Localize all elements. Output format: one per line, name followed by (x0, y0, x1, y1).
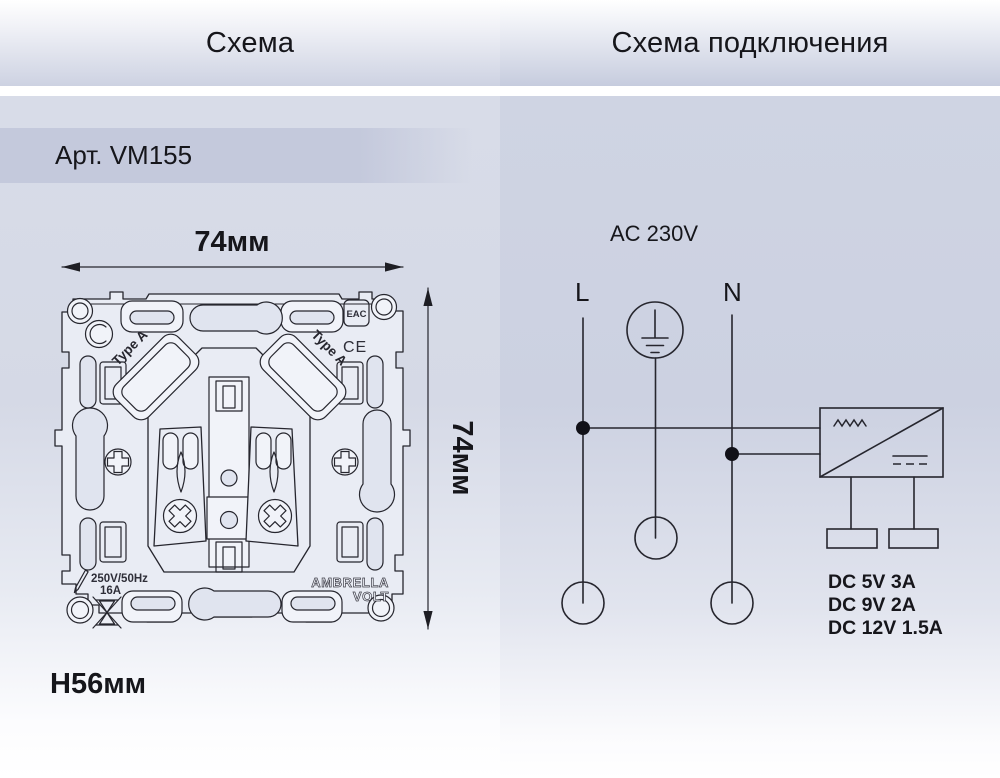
mechanism-drawing: 74мм 74мм H56мм (50, 226, 478, 700)
wiring-schematic: AC 230V L N (561, 221, 944, 639)
left-header-title: Схема (205, 26, 295, 59)
article-band: Арт. VM155 (0, 128, 472, 183)
claw-slot-bottom-right (281, 590, 343, 623)
claw-slot-bottom-left (121, 590, 183, 623)
dimension-width-label: 74мм (194, 226, 269, 258)
crossed-hourglass-icon (92, 596, 122, 629)
keyhole-slot-top (189, 301, 283, 335)
side-slots-left-bottom (79, 517, 127, 571)
dimension-height-label: 74мм (446, 420, 478, 495)
dimension-width: 74мм (61, 226, 404, 272)
left-header: Схема (0, 0, 500, 86)
dc-output-connector-1 (826, 528, 878, 549)
dimension-height: 74мм (423, 287, 478, 630)
claw-slot-top-right (280, 300, 344, 333)
dc-symbol-icon (892, 455, 928, 465)
terminal-screw-right (257, 498, 293, 534)
acdc-converter-box (819, 407, 944, 478)
converter-diagonal (819, 407, 944, 478)
supply-voltage-label: AC 230V (610, 221, 698, 246)
central-column (206, 376, 252, 573)
neutral-terminal (710, 581, 754, 625)
line-terminal (561, 581, 605, 625)
side-screw-left (104, 448, 132, 476)
earth-ground-symbol (626, 301, 684, 359)
ce-mark: CE (343, 339, 367, 356)
eac-mark: EAC (343, 299, 370, 327)
right-header: Схема подключения (500, 0, 1000, 86)
brand-name-2: VOLT (353, 589, 389, 604)
voltage-rating: 250V/50Hz (91, 573, 148, 585)
rating-block: 250V/50Hz 16A (73, 569, 148, 629)
side-slots-right-bottom (336, 517, 384, 571)
dc-rating-3: DC 12V 1.5A (828, 617, 943, 639)
dimension-depth-label: H56мм (50, 668, 146, 700)
article-number: Арт. VM155 (55, 140, 193, 170)
dc-output-ratings: DC 5V 3A DC 9V 2A DC 12V 1.5A (828, 571, 943, 639)
right-header-title: Схема подключения (611, 26, 889, 59)
keyhole-oval-left (71, 407, 109, 511)
corner-hole-top-left (66, 297, 94, 325)
keyhole-oval-right (358, 409, 396, 513)
terminal-clamp-left (153, 426, 207, 547)
current-rating: 16A (100, 585, 121, 597)
corner-hole-top-right (370, 293, 398, 321)
dc-output-connector-2 (888, 528, 939, 549)
earth-terminal (634, 516, 678, 560)
terminal-screw-left (162, 498, 198, 534)
line-wire-label: L (575, 277, 589, 307)
side-screw-right (331, 448, 359, 476)
neutral-junction-dot (725, 447, 739, 461)
brand-name: AMBRELLA (311, 575, 389, 590)
ring-detail (84, 319, 114, 349)
corner-hole-bottom-right (367, 594, 395, 622)
eac-mark-label: EAC (346, 309, 366, 320)
keyhole-slot-bottom (188, 587, 282, 621)
corner-hole-bottom-left (66, 596, 94, 624)
line-junction-dot (576, 421, 590, 435)
ac-wave-icon (833, 418, 867, 428)
dc-rating-2: DC 9V 2A (828, 594, 916, 616)
terminal-clamp-right (245, 426, 299, 547)
pencil-icon (73, 569, 89, 594)
usb-port-left (112, 333, 200, 421)
dc-rating-1: DC 5V 3A (828, 571, 916, 593)
claw-slot-top-left (120, 300, 184, 333)
socket-mechanism: Type A Type A (54, 291, 411, 629)
neutral-wire-label: N (723, 277, 742, 307)
usb-port-right (259, 333, 347, 421)
